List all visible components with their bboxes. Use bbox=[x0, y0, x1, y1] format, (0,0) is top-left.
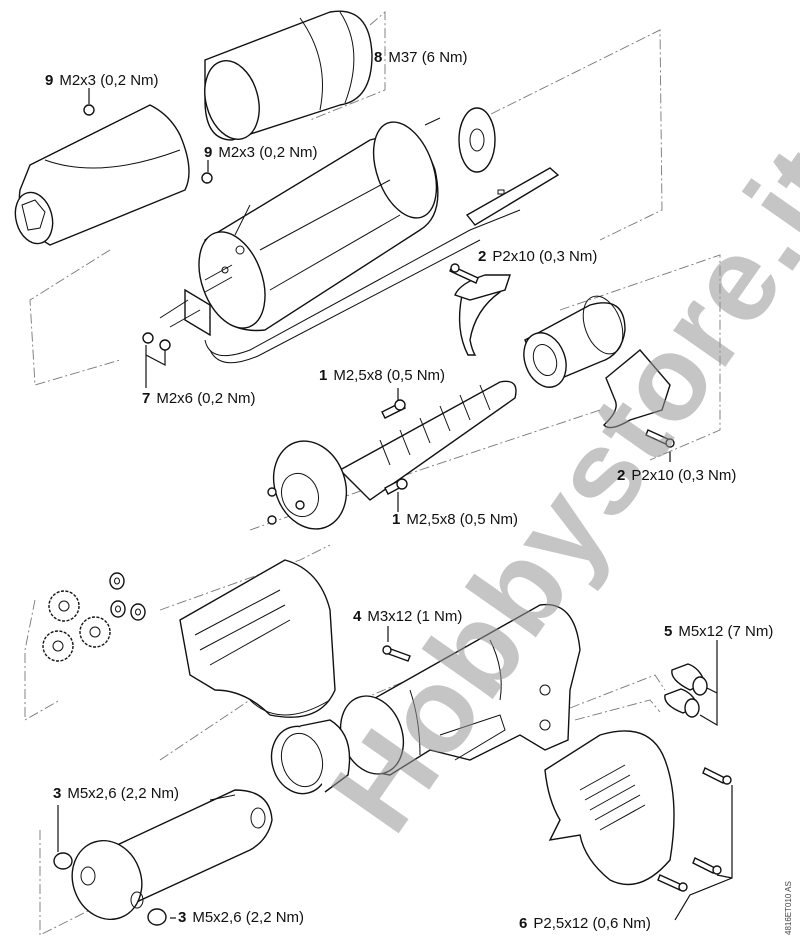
clamp-upper bbox=[454, 274, 511, 356]
callout-number: 2 bbox=[617, 467, 626, 484]
screw-2b bbox=[645, 429, 675, 462]
circuit-board-strip bbox=[465, 167, 560, 226]
callout-number: 9 bbox=[204, 144, 213, 161]
callout-number: 8 bbox=[374, 49, 383, 66]
callout-spec: M37 (6 Nm) bbox=[388, 49, 468, 66]
callout-6: 6 P2,5x12 (0,6 Nm) bbox=[519, 915, 651, 933]
callout-number: 6 bbox=[519, 915, 528, 932]
callout-9-mid: 9 M2x3 (0,2 Nm) bbox=[204, 144, 318, 162]
callout-spec: M2x6 (0,2 Nm) bbox=[156, 390, 256, 407]
screw-4 bbox=[382, 626, 411, 662]
callout-3-top: 3 M5x2,6 (2,2 Nm) bbox=[53, 785, 179, 803]
callout-spec: M5x2,6 (2,2 Nm) bbox=[192, 909, 305, 926]
callout-5: 5 M5x12 (7 Nm) bbox=[664, 623, 773, 641]
callout-spec: P2,5x12 (0,6 Nm) bbox=[533, 915, 651, 932]
callout-8: 8 M37 (6 Nm) bbox=[374, 49, 468, 67]
callout-1-bottom: 1 M2,5x8 (0,5 Nm) bbox=[392, 511, 518, 529]
callout-2-bottom: 2 P2x10 (0,3 Nm) bbox=[617, 467, 736, 485]
callout-spec: M5x12 (7 Nm) bbox=[678, 623, 774, 640]
callout-9-top: 9 M2x3 (0,2 Nm) bbox=[45, 72, 159, 90]
screw-1a bbox=[381, 388, 406, 419]
grip-guard bbox=[544, 730, 675, 886]
screw-9a bbox=[83, 88, 95, 116]
screws-6 bbox=[657, 767, 733, 921]
end-cap-housing bbox=[14, 104, 190, 246]
battery-tube bbox=[204, 10, 373, 141]
set-screw-3a bbox=[53, 805, 73, 870]
seal-ring bbox=[270, 719, 351, 795]
set-screw-3b bbox=[147, 908, 176, 926]
gear-housing-cover bbox=[179, 559, 336, 718]
connector-plate bbox=[159, 288, 211, 337]
callout-1-top: 1 M2,5x8 (0,5 Nm) bbox=[319, 367, 445, 385]
callout-7: 7 M2x6 (0,2 Nm) bbox=[142, 390, 256, 408]
callout-number: 5 bbox=[664, 623, 673, 640]
callout-spec: M2,5x8 (0,5 Nm) bbox=[333, 367, 446, 384]
callout-spec: M3x12 (1 Nm) bbox=[367, 608, 463, 625]
screw-9b bbox=[201, 160, 213, 184]
drive-shaft-spindle bbox=[267, 380, 517, 530]
callout-spec: M5x2,6 (2,2 Nm) bbox=[67, 785, 180, 802]
callout-2-top: 2 P2x10 (0,3 Nm) bbox=[478, 248, 597, 266]
callout-number: 4 bbox=[353, 608, 362, 625]
callout-number: 2 bbox=[478, 248, 487, 265]
document-id: 4816ET010 AS bbox=[784, 881, 793, 935]
callout-spec: M2x3 (0,2 Nm) bbox=[59, 72, 159, 89]
planetary-gears bbox=[42, 590, 111, 662]
callout-number: 9 bbox=[45, 72, 54, 89]
clamp-lower bbox=[603, 349, 671, 429]
callout-4: 4 M3x12 (1 Nm) bbox=[353, 608, 462, 626]
ribbon-cable bbox=[204, 209, 521, 364]
gear-washers bbox=[109, 572, 146, 621]
callout-number: 1 bbox=[319, 367, 328, 384]
handle-tube bbox=[71, 789, 273, 921]
screws-5 bbox=[664, 640, 718, 727]
callout-number: 3 bbox=[53, 785, 62, 802]
callout-number: 7 bbox=[142, 390, 151, 407]
motor-assembly bbox=[198, 117, 441, 332]
main-housing bbox=[339, 603, 581, 776]
washer-disc bbox=[458, 107, 496, 173]
callout-spec: M2,5x8 (0,5 Nm) bbox=[406, 511, 519, 528]
screws-7 bbox=[142, 332, 171, 388]
callout-number: 1 bbox=[392, 511, 401, 528]
spindle-coupling bbox=[523, 295, 626, 388]
screw-2a bbox=[449, 263, 479, 284]
callout-number: 3 bbox=[178, 909, 187, 926]
callout-spec: P2x10 (0,3 Nm) bbox=[492, 248, 598, 265]
callout-3-bottom: 3 M5x2,6 (2,2 Nm) bbox=[178, 909, 304, 927]
screw-1b bbox=[384, 478, 408, 512]
callout-spec: M2x3 (0,2 Nm) bbox=[218, 144, 318, 161]
callout-spec: P2x10 (0,3 Nm) bbox=[631, 467, 737, 484]
